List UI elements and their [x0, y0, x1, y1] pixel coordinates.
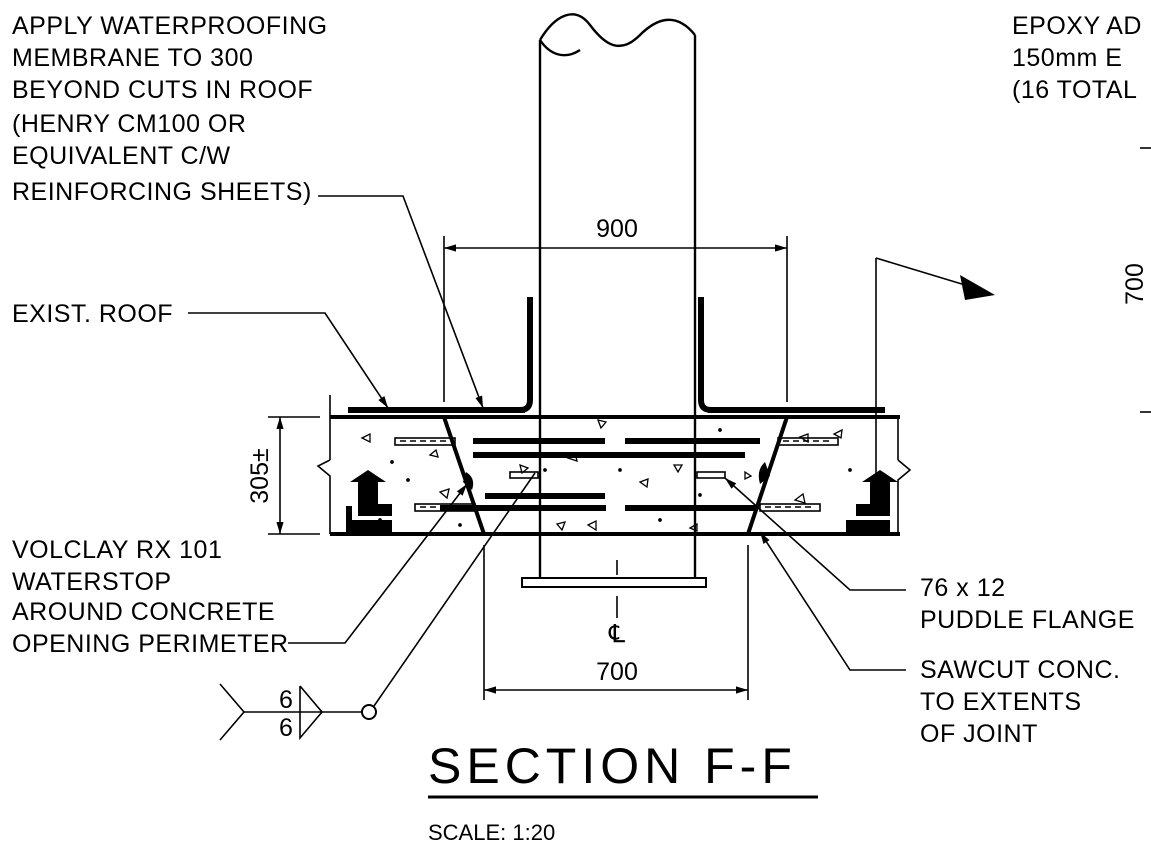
waterstop-line: VOLCLAY RX 101 [12, 536, 222, 564]
dimension-305-label: 305± [246, 448, 274, 503]
puddle-flange-line: 76 x 12 [920, 574, 1006, 602]
waterproofing-note: APPLY WATERPROOFING MEMBRANE TO 300 BEYO… [12, 12, 328, 206]
dimension-900-label: 900 [596, 215, 638, 243]
section-arrow-right [846, 470, 898, 534]
scale-label: SCALE: 1:20 [428, 820, 555, 845]
waterproofing-line: EQUIVALENT C/W [12, 142, 231, 170]
waterproofing-line: REINFORCING SHEETS) [12, 178, 312, 206]
dimension-900 [443, 236, 788, 402]
sawcut-note: SAWCUT CONC. TO EXTENTS OF JOINT [920, 656, 1120, 748]
waterstop-line: AROUND CONCRETE [12, 598, 275, 626]
waterproofing-line: MEMBRANE TO 300 [12, 44, 253, 72]
epoxy-line: 150mm E [1012, 44, 1122, 72]
sawcut-line: OF JOINT [920, 720, 1038, 748]
waterstop-note: VOLCLAY RX 101 WATERSTOP AROUND CONCRETE… [12, 536, 289, 658]
centerline-symbol: ℄ [608, 620, 625, 648]
sawcut-line: TO EXTENTS [920, 688, 1082, 716]
waterproofing-line: APPLY WATERPROOFING [12, 12, 328, 40]
section-arrow-left [346, 470, 392, 534]
epoxy-line: (16 TOTAL [1012, 76, 1137, 104]
dimension-700-bottom [483, 545, 749, 700]
weld-symbol [219, 683, 362, 741]
exist-roof-label: EXIST. ROOF [12, 300, 173, 328]
right-leader [875, 257, 995, 480]
sawcut-line: SAWCUT CONC. [920, 656, 1120, 684]
waterproofing-line: (HENRY CM100 OR [12, 110, 246, 138]
epoxy-note: EPOXY AD 150mm E (16 TOTAL [1012, 12, 1142, 104]
waterstop-line: OPENING PERIMETER [12, 630, 289, 658]
concrete-opening [442, 416, 789, 535]
dimension-700-label: 700 [596, 658, 638, 686]
dimension-305 [268, 416, 320, 535]
weld-size-bottom: 6 [279, 714, 293, 742]
dimension-700-right [1140, 147, 1151, 413]
epoxy-line: EPOXY AD [1012, 12, 1142, 40]
puddle-flange-note: 76 x 12 PUDDLE FLANGE [920, 574, 1135, 634]
section-title: SECTION F-F [428, 738, 797, 794]
concrete-hatch [360, 419, 881, 532]
reinforcement [394, 437, 839, 512]
waterproofing-line: BEYOND CUTS IN ROOF [12, 76, 313, 104]
dimension-700-right-label: 700 [1121, 263, 1149, 305]
waterstop-line: WATERSTOP [12, 568, 172, 596]
existing-roof-slab [316, 297, 912, 536]
leaders [188, 195, 906, 720]
puddle-flange-line: PUDDLE FLANGE [920, 606, 1135, 634]
weld-size-top: 6 [279, 686, 293, 714]
column-pipe [521, 13, 707, 588]
